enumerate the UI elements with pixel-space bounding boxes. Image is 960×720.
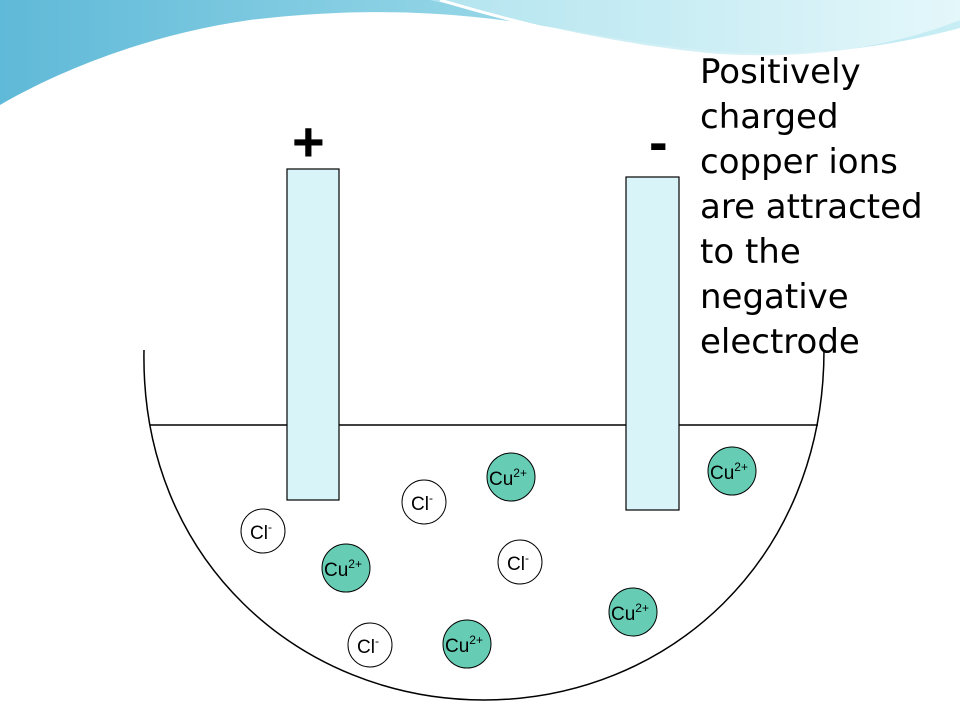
- ion-charge: 2+: [635, 601, 649, 615]
- copper-ion: Cu2+: [321, 543, 371, 593]
- ion-symbol: Cu: [445, 636, 469, 657]
- ion-symbol: Cl: [250, 523, 268, 544]
- ion-charge: -: [375, 634, 379, 648]
- explanation-text: Positively charged copper ions are attra…: [700, 50, 950, 365]
- ion-symbol: Cu: [611, 604, 635, 625]
- chloride-ion: Cl-: [497, 539, 543, 585]
- copper-ion: Cu2+: [707, 446, 757, 496]
- svg-text:Cl-: Cl-: [411, 491, 433, 515]
- positive-electrode-sign: +: [292, 110, 325, 173]
- negative-electrode: [625, 176, 680, 511]
- chloride-ion: Cl-: [401, 479, 447, 525]
- chloride-ion: Cl-: [347, 622, 393, 668]
- svg-text:Cl-: Cl-: [507, 551, 529, 575]
- caption-line: negative: [700, 277, 849, 317]
- caption-line: are attracted: [700, 187, 923, 227]
- copper-ion: Cu2+: [608, 587, 658, 637]
- ion-symbol: Cu: [489, 469, 513, 490]
- caption-line: Positively: [700, 52, 861, 92]
- ion-charge: 2+: [469, 633, 483, 647]
- caption-line: charged: [700, 97, 839, 137]
- copper-ion: Cu2+: [442, 619, 492, 669]
- positive-electrode: [286, 168, 340, 501]
- ion-symbol: Cu: [710, 463, 734, 484]
- caption-line: to the: [700, 232, 801, 272]
- ion-symbol: Cl: [507, 554, 525, 575]
- ion-symbol: Cl: [357, 637, 375, 658]
- ion-symbol: Cl: [411, 494, 429, 515]
- svg-text:Cl-: Cl-: [250, 520, 272, 544]
- svg-text:Cu2+: Cu2+: [611, 601, 649, 625]
- header-wave: [0, 0, 960, 105]
- beaker-outline: [143, 349, 825, 701]
- svg-text:Cl-: Cl-: [357, 634, 379, 658]
- svg-text:Cu2+: Cu2+: [445, 633, 483, 657]
- copper-ion: Cu2+: [486, 452, 536, 502]
- svg-text:Cu2+: Cu2+: [489, 466, 527, 490]
- svg-text:Cu2+: Cu2+: [324, 557, 362, 581]
- ion-charge: 2+: [348, 557, 362, 571]
- chloride-ion: Cl-: [240, 508, 286, 554]
- ion-charge: 2+: [734, 460, 748, 474]
- caption-line: electrode: [700, 322, 860, 362]
- svg-text:Cu2+: Cu2+: [710, 460, 748, 484]
- negative-electrode-sign: -: [649, 110, 668, 173]
- ion-charge: -: [268, 520, 272, 534]
- ion-symbol: Cu: [324, 560, 348, 581]
- caption-line: copper ions: [700, 142, 898, 182]
- ion-charge: 2+: [513, 466, 527, 480]
- ion-charge: -: [525, 551, 529, 565]
- ion-charge: -: [429, 491, 433, 505]
